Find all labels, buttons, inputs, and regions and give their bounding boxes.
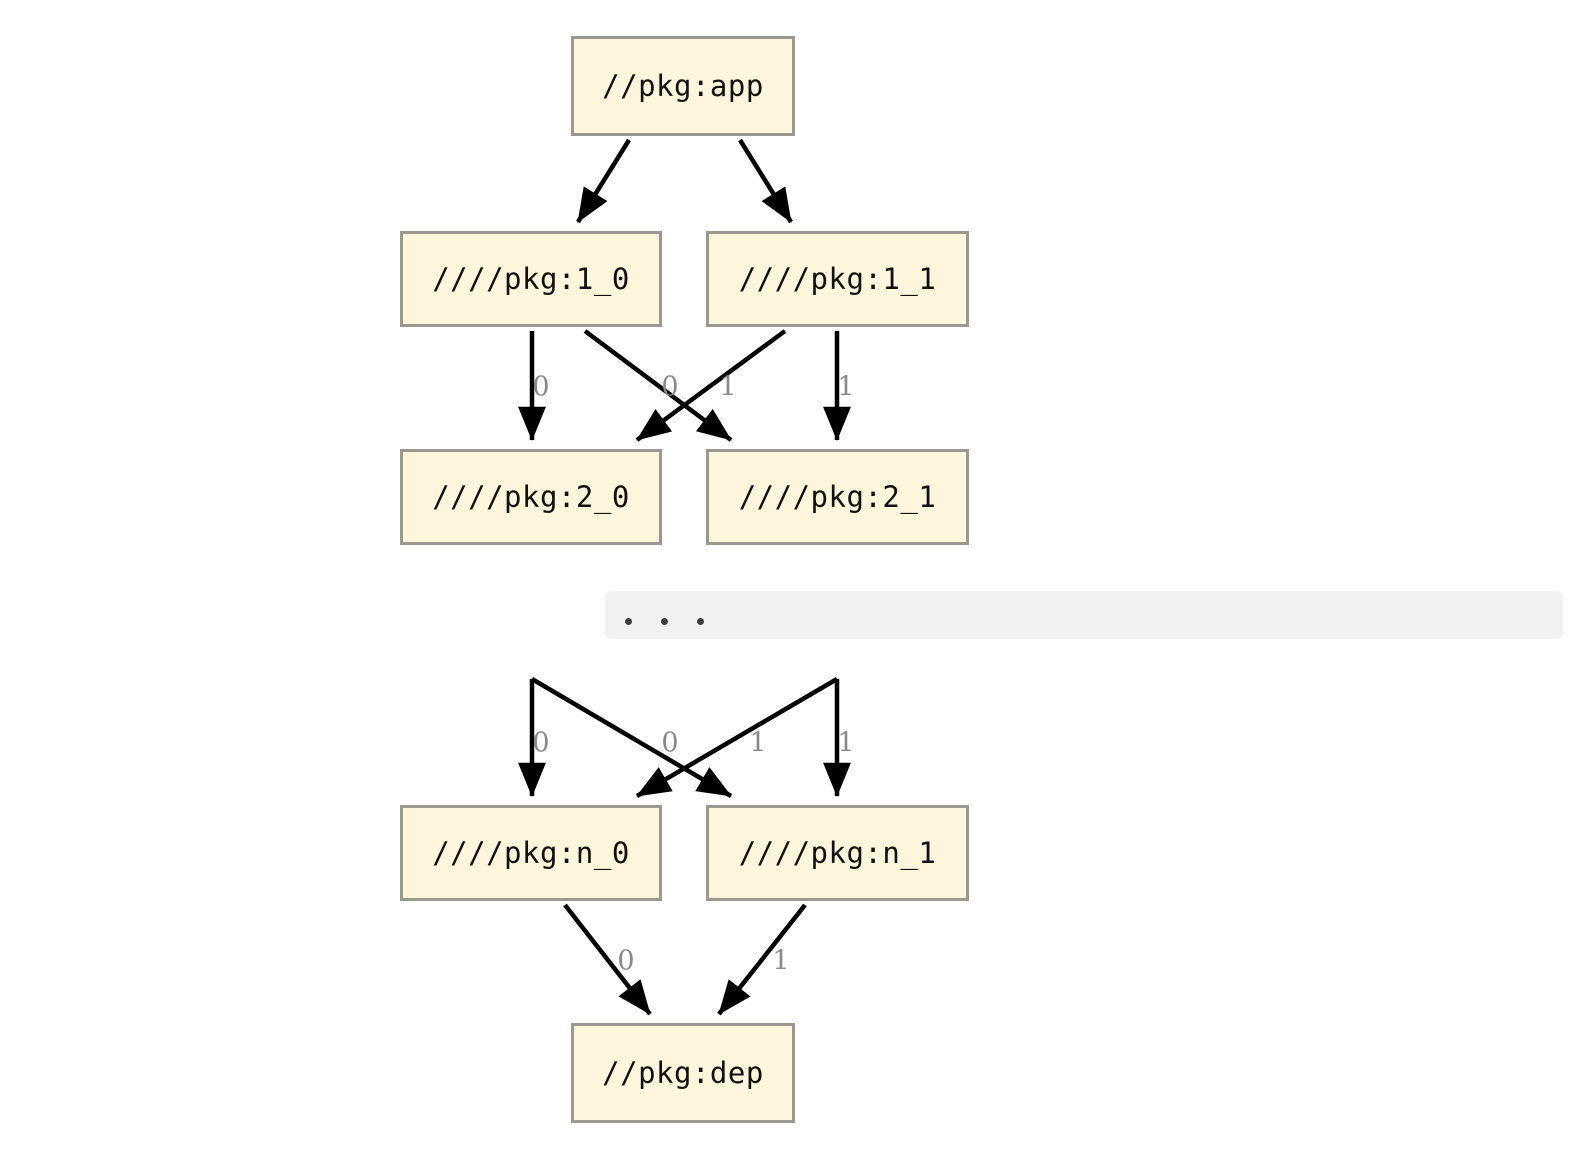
node-label: ////pkg:1_0 bbox=[432, 262, 630, 296]
edge-1_0-to-2_1 bbox=[583, 329, 733, 442]
node-pkg-2_0[interactable]: ////pkg:2_0 bbox=[400, 449, 662, 545]
node-pkg-dep[interactable]: //pkg:dep bbox=[571, 1023, 795, 1123]
edge-label-hidden-right-n_0: 1 bbox=[749, 727, 767, 759]
edge-label-hidden-left-n_0: 0 bbox=[532, 727, 550, 759]
edge-label-hidden-left-n_1: 0 bbox=[661, 727, 679, 759]
node-label: ////pkg:n_1 bbox=[738, 836, 937, 870]
ellipsis-dot bbox=[661, 618, 668, 625]
edge-label-hidden-right-n_1: 1 bbox=[837, 727, 855, 759]
ellipsis-dot bbox=[625, 618, 632, 625]
edge-label-n_1-dep: 1 bbox=[772, 945, 790, 977]
ellipsis-dot bbox=[697, 618, 704, 625]
edge-label-1_0-2_1: 0 bbox=[661, 371, 679, 403]
node-pkg-n_0[interactable]: ////pkg:n_0 bbox=[400, 805, 662, 901]
edge-hidden-right-to-n_0 bbox=[635, 677, 839, 798]
node-label: ////pkg:n_0 bbox=[432, 836, 630, 870]
edge-app-to-1_1 bbox=[738, 138, 793, 224]
edge-n_1-to-dep bbox=[717, 903, 807, 1016]
edge-label-1_1-2_1: 1 bbox=[837, 371, 855, 403]
node-label: ////pkg:2_0 bbox=[432, 480, 630, 514]
node-pkg-app[interactable]: //pkg:app bbox=[571, 36, 795, 136]
ellipsis-icon bbox=[605, 618, 704, 625]
edge-label-1_0-2_0: 0 bbox=[532, 371, 550, 403]
edge-label-1_1-2_0: 1 bbox=[719, 371, 737, 403]
node-label: //pkg:dep bbox=[602, 1056, 764, 1090]
edge-app-to-1_0 bbox=[576, 138, 631, 224]
edge-label-n_0-dep: 0 bbox=[617, 945, 635, 977]
node-pkg-n_1[interactable]: ////pkg:n_1 bbox=[706, 805, 969, 901]
node-label: //pkg:app bbox=[602, 69, 764, 103]
elision-band[interactable] bbox=[605, 591, 1563, 639]
node-pkg-1_1[interactable]: ////pkg:1_1 bbox=[706, 231, 969, 327]
edge-1_1-to-2_0 bbox=[635, 329, 787, 442]
node-pkg-2_1[interactable]: ////pkg:2_1 bbox=[706, 449, 969, 545]
edge-n_0-to-dep bbox=[563, 903, 652, 1016]
node-label: ////pkg:2_1 bbox=[738, 480, 937, 514]
node-pkg-1_0[interactable]: ////pkg:1_0 bbox=[400, 231, 662, 327]
edge-hidden-left-to-n_1 bbox=[530, 677, 733, 798]
node-label: ////pkg:1_1 bbox=[738, 262, 937, 296]
